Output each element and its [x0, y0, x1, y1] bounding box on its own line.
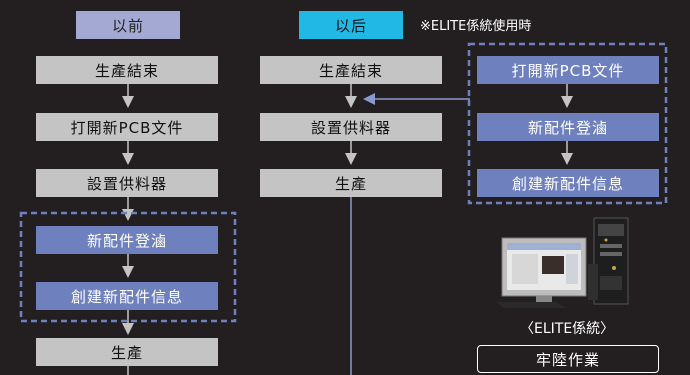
before-step-register-parts: 新配件登滷	[36, 226, 218, 254]
elite-usage-note: ※ELITE係統使用時	[420, 19, 532, 34]
elite-caption: 〈ELITE係統〉	[520, 321, 615, 337]
before-dashed-frame	[19, 211, 237, 323]
after-step-production: 生產	[260, 169, 442, 197]
elite-step-open-pcb: 打開新PCB文件	[477, 56, 659, 84]
before-step-set-feeder: 設置供料器	[36, 169, 218, 197]
elite-computer-icon	[496, 217, 629, 308]
before-step-production-end: 生產結束	[36, 56, 218, 84]
before-step-create-part-info: 創建新配件信息	[36, 282, 218, 310]
before-step-open-pcb: 打開新PCB文件	[36, 113, 218, 141]
elite-dashed-frame	[467, 42, 668, 205]
elite-step-register-parts: 新配件登滷	[477, 113, 659, 141]
before-step-production: 生產	[36, 338, 218, 366]
after-header: 以后	[299, 11, 403, 39]
elite-step-create-part-info: 創建新配件信息	[477, 169, 659, 197]
solid-work-label: 牢陸作業	[477, 345, 659, 373]
after-step-set-feeder: 設置供料器	[260, 113, 442, 141]
before-header: 以前	[76, 11, 180, 39]
after-step-production-end: 生產結束	[260, 56, 442, 84]
